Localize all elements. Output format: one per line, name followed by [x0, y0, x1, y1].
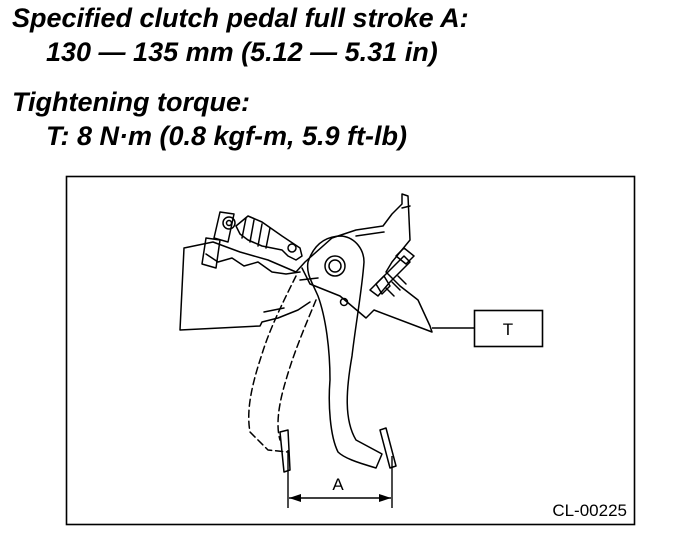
- stroke-dimension-label: A: [332, 475, 344, 494]
- pedal-pivot: [324, 255, 346, 277]
- master-cylinder-rings: [241, 217, 271, 249]
- pedal-hole: [339, 297, 349, 307]
- pedal-arm: [306, 235, 383, 469]
- stroke-spec-heading: Specified clutch pedal full stroke A:: [12, 3, 469, 33]
- bracket-detail: [263, 205, 411, 313]
- stopper-nut: [375, 247, 415, 295]
- figure-frame: [65, 175, 636, 526]
- pedal-pad: [379, 427, 397, 469]
- stroke-arrow-right: [379, 494, 391, 502]
- torque-spec-heading: Tightening torque:: [12, 87, 250, 117]
- clevis-bracket: [201, 211, 235, 269]
- torque-callout-box: [473, 309, 544, 348]
- figure-id: CL-00225: [552, 501, 627, 520]
- clevis-pin: [222, 216, 236, 230]
- pedal-pivot-inner: [328, 259, 342, 273]
- pushrod-pin: [287, 243, 297, 253]
- clevis-pin-inner: [225, 219, 233, 227]
- stopper-bolt: [369, 255, 411, 297]
- stroke-spec-value: 130 — 135 mm (5.12 — 5.31 in): [46, 37, 438, 67]
- torque-spec-value: T: 8 N·m (0.8 kgf-m, 5.9 ft-lb): [46, 121, 408, 151]
- stopper-threads: [385, 275, 407, 297]
- pedal-bracket: [179, 193, 433, 333]
- torque-callout-label: T: [503, 320, 513, 339]
- stroke-arrow-left: [289, 494, 301, 502]
- return-spring: [205, 253, 301, 275]
- pedal-pad-depressed: [279, 429, 291, 473]
- pedal-depressed-outline: [247, 275, 317, 453]
